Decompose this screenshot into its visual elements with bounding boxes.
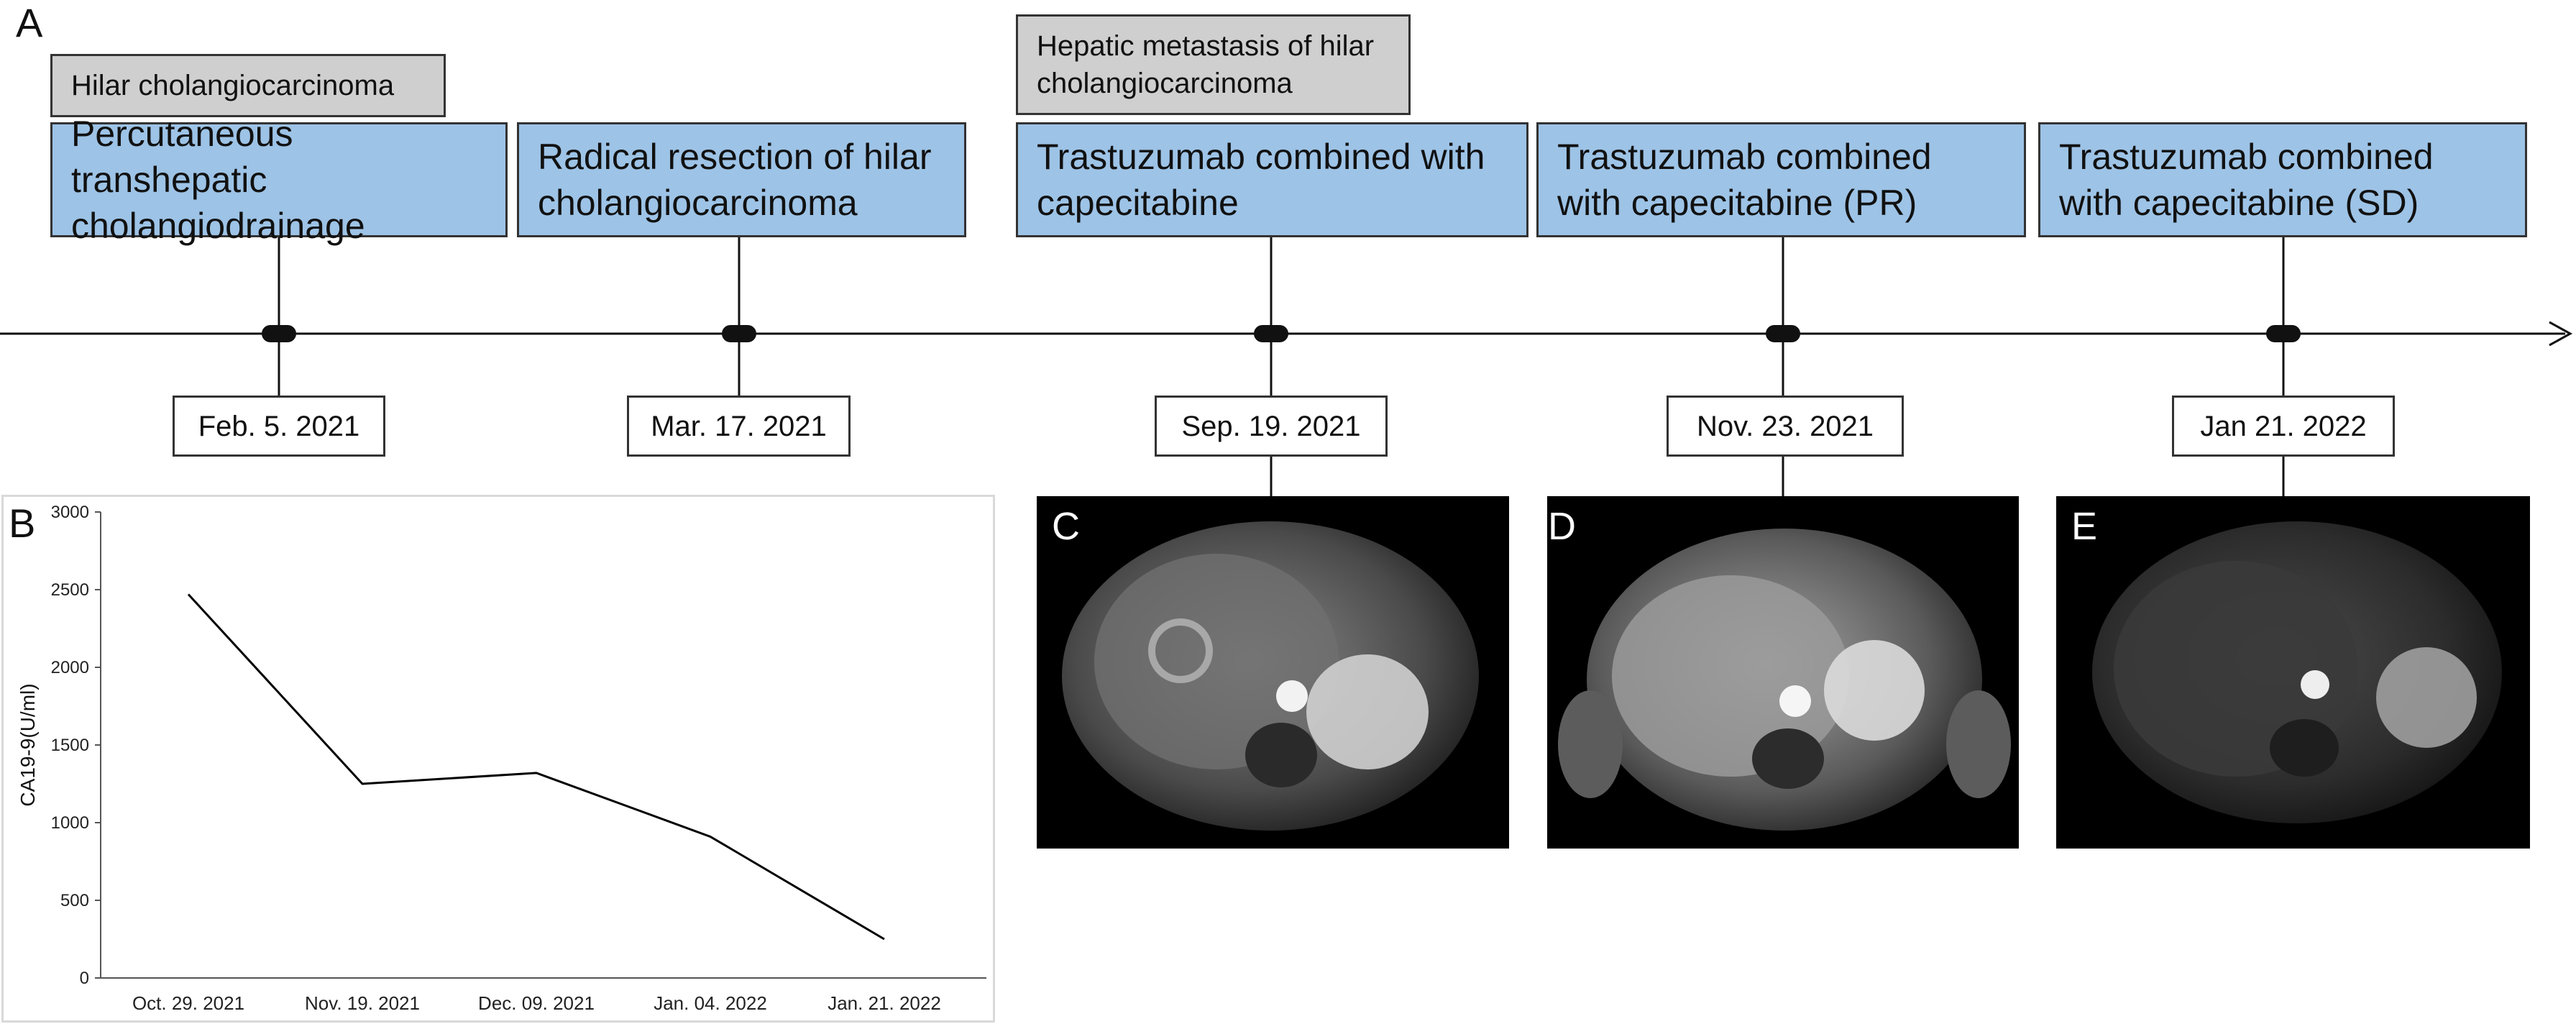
treatment-box-3: Trastuzumab combined with capecitabine (1016, 122, 1528, 237)
chart-y-tick-label: 2000 (51, 658, 89, 677)
chart-y-tick-label: 1500 (51, 736, 89, 755)
panel-label-a: A (16, 0, 43, 45)
ca19-9-line-chart: 0 500 1000 1500 2000 2500 3000 Oct. 29. 2021 No… (17, 503, 986, 1014)
mri-scan-graphic-c (1062, 521, 1479, 831)
panel-label-d: D (1548, 505, 1576, 548)
chart-x-tick-label: Dec. 09. 2021 (478, 992, 595, 1014)
chart-y-tick-label: 500 (60, 891, 89, 910)
chart-y-tick-label: 3000 (51, 503, 89, 522)
chart-x-tick-label: Jan. 21. 2022 (828, 992, 941, 1014)
date-box-1: Feb. 5. 2021 (173, 396, 385, 457)
mri-image-c (1037, 496, 1509, 849)
panel-label-e: E (2071, 505, 2098, 548)
panel-label-c: C (1052, 505, 1080, 548)
panel-label-b: B (9, 500, 36, 546)
timeline-arrowhead (2549, 321, 2573, 347)
event-marker-1 (262, 325, 296, 342)
date-box-4: Nov. 23. 2021 (1667, 396, 1904, 457)
chart-y-tick-label: 1000 (51, 813, 89, 833)
date-box-5: Jan 21. 2022 (2172, 396, 2395, 457)
diagnosis-label-hepatic-metastasis: Hepatic metastasis of hilar cholangiocar… (1016, 14, 1411, 115)
treatment-box-5: Trastuzumab combined with capecitabine (… (2038, 122, 2527, 237)
chart-x-tick-label: Nov. 19. 2021 (305, 992, 420, 1014)
date-box-3: Sep. 19. 2021 (1155, 396, 1388, 457)
event-marker-2 (722, 325, 756, 342)
chart-y-axis-label: CA19-9(U/ml) (17, 683, 39, 806)
chart-panel (1, 495, 995, 1023)
treatment-box-2: Radical resection of hilar cholangiocarc… (517, 122, 966, 237)
event-marker-3 (1254, 325, 1288, 342)
chart-y-tick-label: 2500 (51, 580, 89, 600)
treatment-box-4: Trastuzumab combined with capecitabine (… (1536, 122, 2026, 237)
chart-y-tick-label: 0 (80, 969, 89, 988)
chart-series-line (187, 593, 885, 941)
diagnosis-label-hilar-cholangiocarcinoma: Hilar cholangiocarcinoma (50, 54, 446, 117)
chart-x-tick-label: Oct. 29. 2021 (132, 992, 244, 1014)
mri-scan-graphic-d (1558, 529, 2011, 831)
mri-image-d (1547, 496, 2019, 849)
event-marker-4 (1766, 325, 1800, 342)
mri-scan-graphic-e (2092, 521, 2502, 823)
chart-x-tick-label: Jan. 04. 2022 (654, 992, 767, 1014)
event-marker-5 (2266, 325, 2301, 342)
date-box-2: Mar. 17. 2021 (627, 396, 851, 457)
mri-image-e (2056, 496, 2530, 849)
